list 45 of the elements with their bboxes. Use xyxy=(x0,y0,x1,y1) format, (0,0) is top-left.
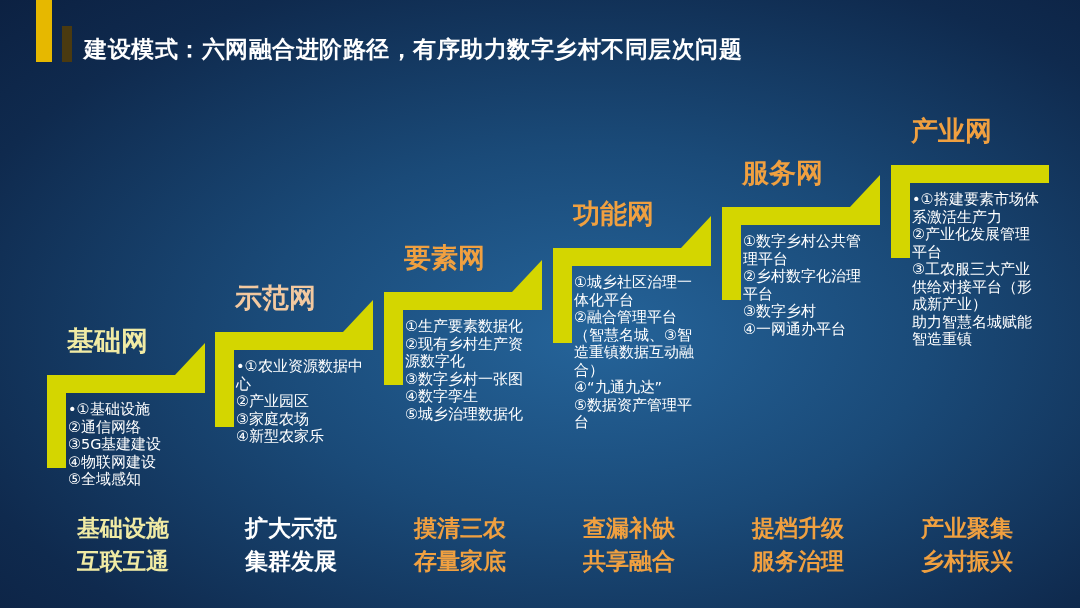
step-caption: 摸清三农 xyxy=(412,514,507,543)
list-item: ⑤数据资产管理平台 xyxy=(574,396,693,432)
list-item: ④一网通办平台 xyxy=(743,320,847,338)
list-item: ④“九通九达” xyxy=(574,379,664,397)
step-caption: 共享融合 xyxy=(582,547,676,576)
slide-title: 建设模式：六网融合进阶路径，有序助力数字乡村不同层次问题 xyxy=(84,35,742,64)
list-item: ③家庭农场 xyxy=(236,410,310,428)
step-caption: 产业聚集 xyxy=(920,514,1014,543)
step-heading: 服务网 xyxy=(742,156,823,190)
step-caption: 互联互通 xyxy=(76,547,170,576)
list-item: ②产业化发展管理平台 xyxy=(912,226,1031,261)
step-caption: 查漏补缺 xyxy=(582,514,676,543)
list-item: 助力智慧名城赋能智造重镇 xyxy=(912,313,1033,349)
list-item: ①数字乡村公共管理平台 xyxy=(743,233,862,268)
step-caption: 集群发展 xyxy=(244,547,338,576)
step-heading: 要素网 xyxy=(404,241,485,275)
step-caption: 存量家底 xyxy=(412,547,507,576)
list-item: ④物联网建设 xyxy=(68,453,157,471)
step-heading: 基础网 xyxy=(67,324,148,358)
step-heading: 示范网 xyxy=(235,281,316,315)
step-caption: 服务治理 xyxy=(750,547,845,576)
list-item: •①搭建要素市场体系激活生产力 xyxy=(912,191,1040,226)
list-item: ②融合管理平台（智慧名城、③智造重镇数据互动融合） xyxy=(574,309,695,379)
step-caption: 基础设施 xyxy=(76,514,170,543)
list-item: ②通信网络 xyxy=(68,418,142,436)
list-item: ③数字乡村一张图 xyxy=(405,370,524,388)
list-item: ②现有乡村生产资源数字化 xyxy=(405,335,524,371)
step-caption: 乡村振兴 xyxy=(920,547,1014,576)
step-caption: 提档升级 xyxy=(750,514,845,543)
list-item: ④新型农家乐 xyxy=(236,428,325,446)
list-item: ①生产要素数据化 xyxy=(405,318,524,336)
step-heading: 产业网 xyxy=(911,114,992,148)
step-heading: 功能网 xyxy=(573,197,654,231)
list-item: ③工农服三大产业供给对接平台（形成新产业） xyxy=(912,261,1033,314)
list-item: ⑤全域感知 xyxy=(68,471,142,489)
step-caption: 扩大示范 xyxy=(243,514,338,543)
list-item: ④数字孪生 xyxy=(405,388,479,406)
list-item: ②乡村数字化治理平台 xyxy=(743,268,862,303)
list-item: ③数字乡村 xyxy=(743,303,817,321)
list-item: ⑤城乡治理数据化 xyxy=(405,405,524,423)
list-item: •①基础设施 xyxy=(68,401,151,419)
list-item: •①农业资源数据中心 xyxy=(236,358,364,393)
list-item: ②产业园区 xyxy=(236,393,310,411)
list-item: ③5G基建建设 xyxy=(68,436,163,454)
list-item: ①城乡社区治理一体化平台 xyxy=(574,274,693,309)
